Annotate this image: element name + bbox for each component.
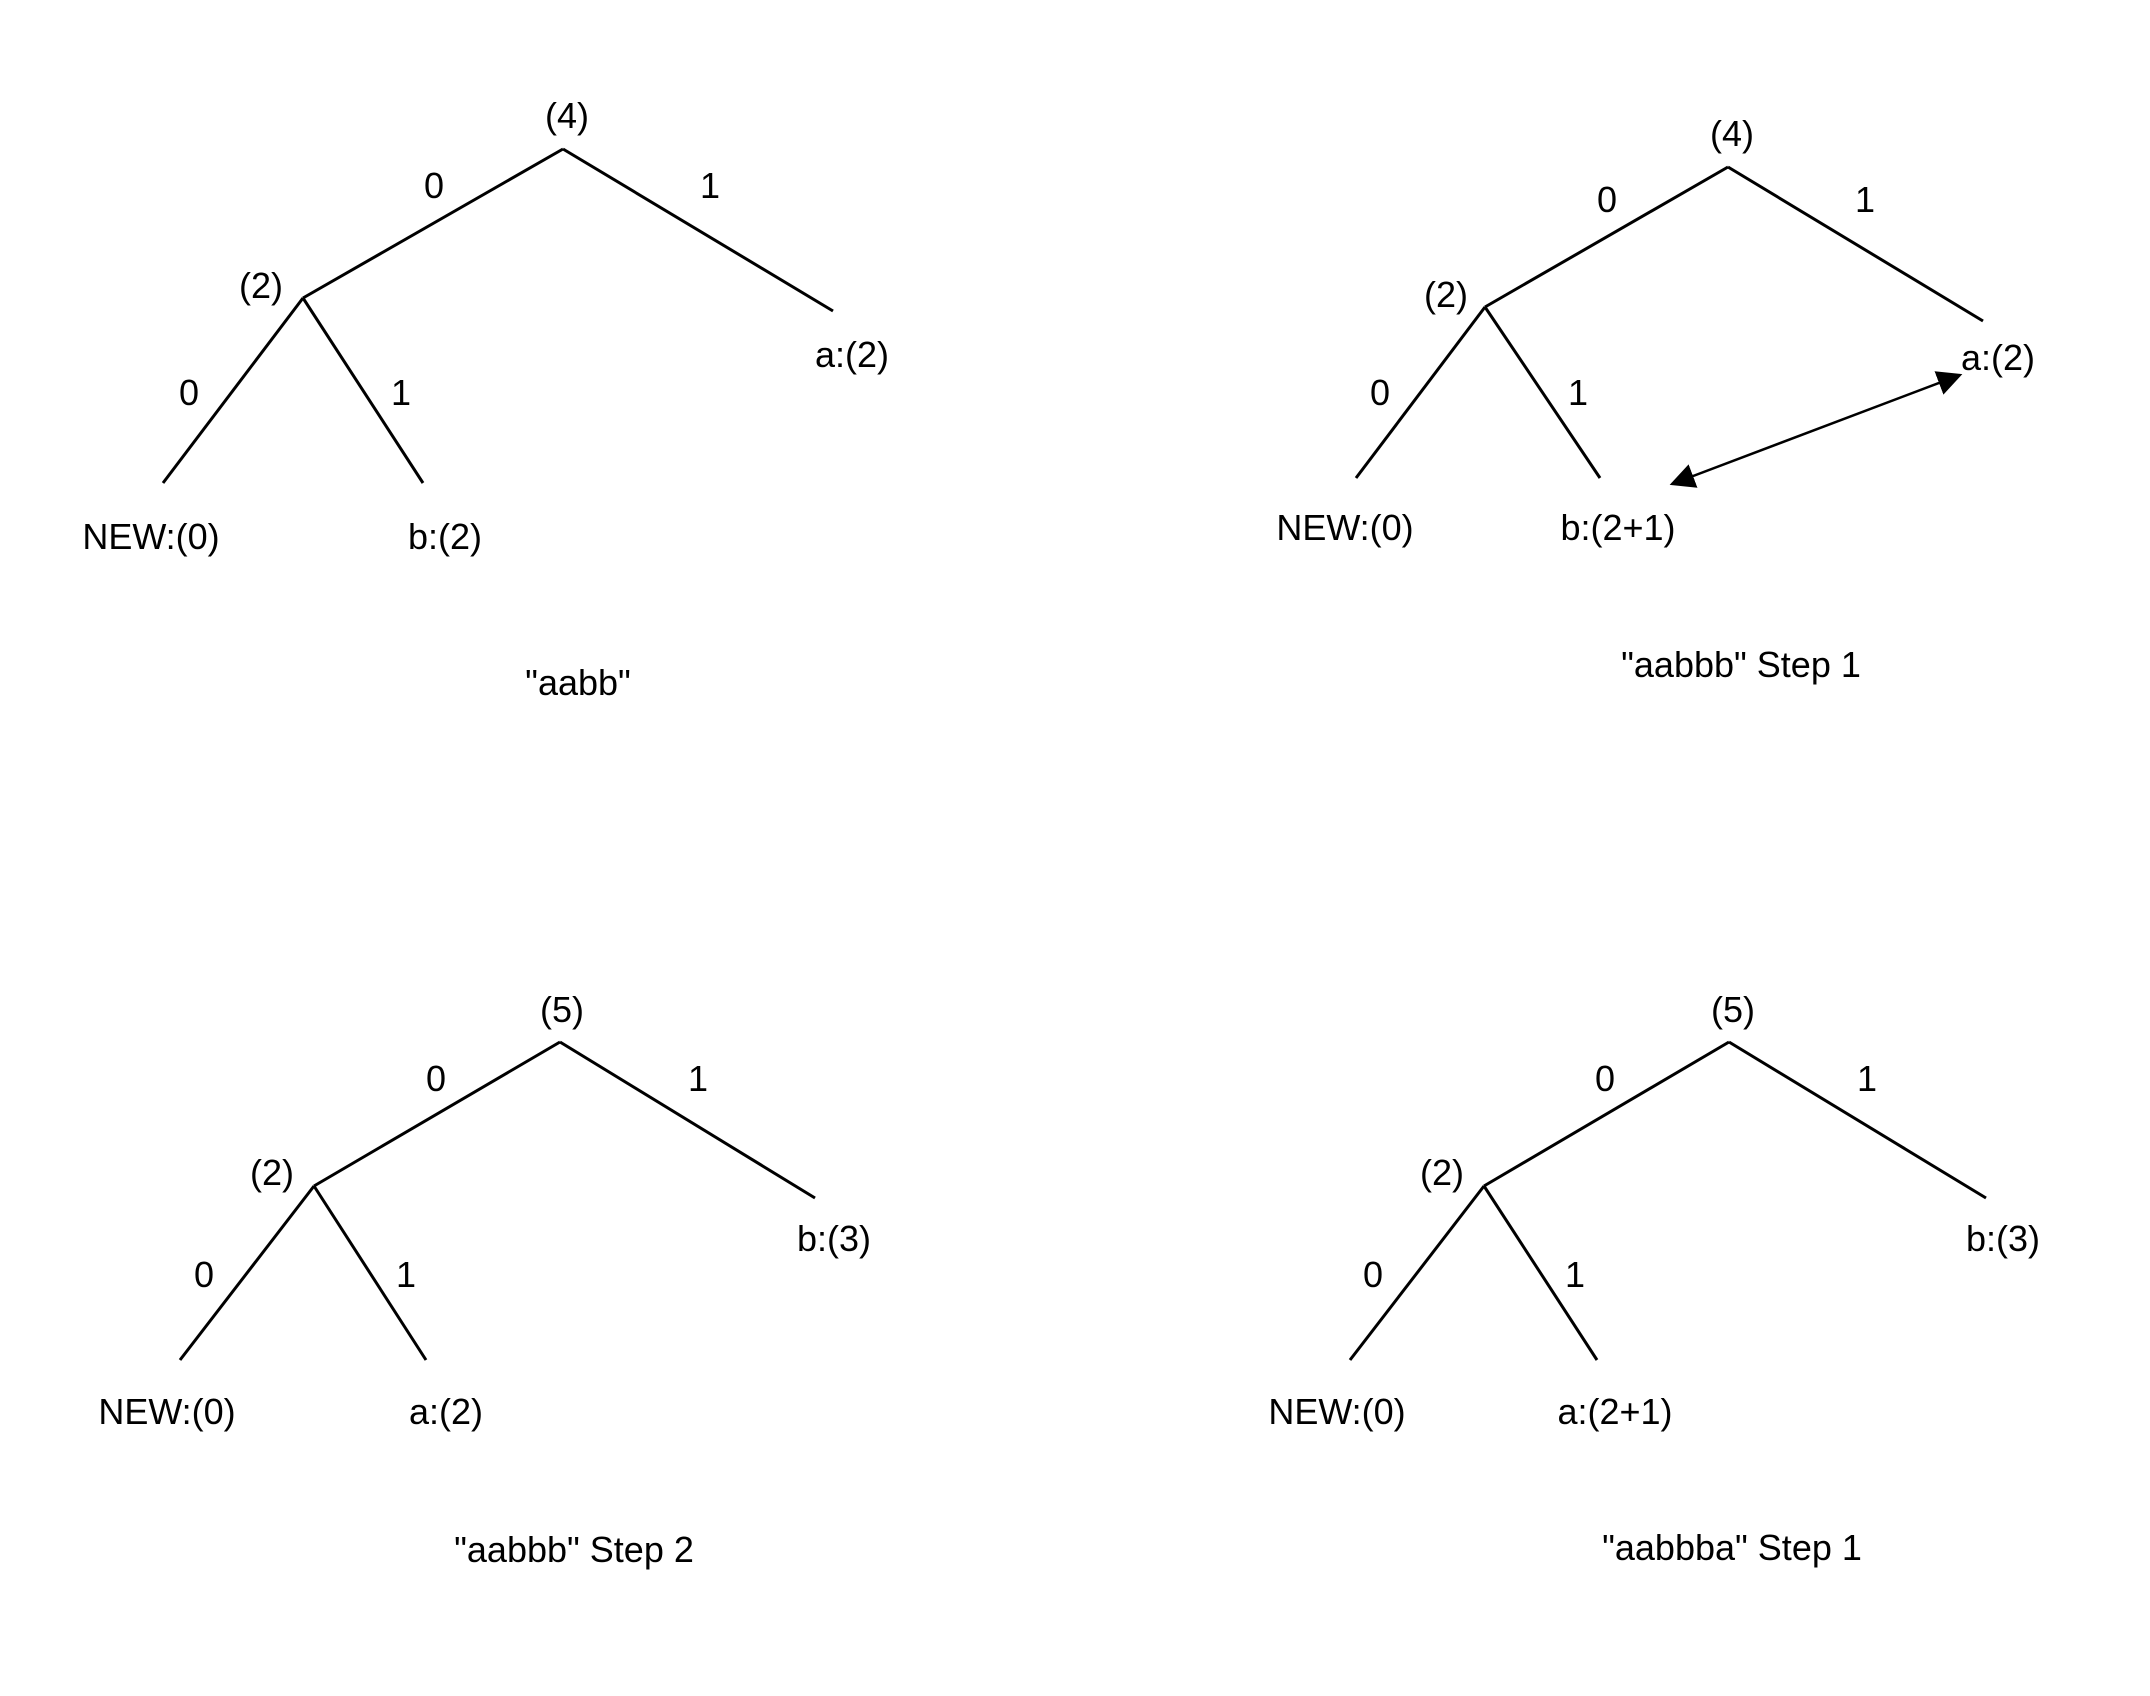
edge-internal-left [161, 297, 305, 484]
internal-edge-label-left: 0 [179, 372, 199, 413]
edge-root-left [1483, 1040, 1730, 1188]
internal-node-label: (2) [1424, 274, 1468, 315]
root-edge-label-left: 0 [424, 165, 444, 206]
edge-root-right [1727, 165, 1984, 323]
leaf-mid-label: a:(2) [409, 1391, 483, 1432]
tree-caption: "aabb" [525, 662, 631, 703]
leaf-left-label: NEW:(0) [82, 516, 219, 557]
edge-root-left [302, 147, 564, 300]
leaf-right-label: b:(3) [1966, 1218, 2040, 1259]
tree-panel-aabb: (4) 0 1 (2) 0 1 a:(2) NEW:(0) b:(2) "aab… [82, 95, 889, 703]
leaf-mid-label: a:(2+1) [1557, 1391, 1672, 1432]
edge-root-left [1484, 165, 1729, 309]
edge-internal-right [1482, 1185, 1599, 1361]
edge-internal-left [178, 1185, 316, 1361]
root-edge-label-left: 0 [1595, 1058, 1615, 1099]
edge-root-left [313, 1040, 561, 1188]
root-node-label: (5) [1711, 989, 1755, 1030]
edge-internal-right [301, 297, 425, 484]
leaf-right-label: a:(2) [815, 334, 889, 375]
internal-edge-label-left: 0 [1370, 372, 1390, 413]
root-edge-label-right: 1 [700, 165, 720, 206]
root-edge-label-right: 1 [1855, 179, 1875, 220]
edge-internal-left [1348, 1185, 1486, 1361]
edge-internal-right [1483, 306, 1602, 479]
internal-edge-label-left: 0 [1363, 1254, 1383, 1295]
root-edge-label-right: 1 [1857, 1058, 1877, 1099]
root-node-label: (4) [545, 95, 589, 136]
edge-root-right [1728, 1040, 1987, 1200]
edge-root-right [559, 1040, 816, 1200]
tree-panel-aabbb-step-2: (5) 0 1 (2) 0 1 b:(3) NEW:(0) a:(2) "aab… [98, 989, 871, 1570]
tree-caption: "aabbba" Step 1 [1602, 1527, 1862, 1568]
leaf-mid-label: b:(2) [408, 516, 482, 557]
leaf-mid-label: b:(2+1) [1560, 507, 1675, 548]
swap-arrow [1669, 371, 1963, 488]
tree-caption: "aabbb" Step 2 [454, 1529, 694, 1570]
leaf-left-label: NEW:(0) [1268, 1391, 1405, 1432]
internal-node-label: (2) [1420, 1152, 1464, 1193]
internal-edge-label-left: 0 [194, 1254, 214, 1295]
root-node-label: (4) [1710, 113, 1754, 154]
leaf-left-label: NEW:(0) [98, 1391, 235, 1432]
leaf-left-label: NEW:(0) [1276, 507, 1413, 548]
tree-caption: "aabbb" Step 1 [1621, 644, 1861, 685]
root-edge-label-right: 1 [688, 1058, 708, 1099]
internal-edge-label-right: 1 [391, 372, 411, 413]
internal-edge-label-right: 1 [1568, 372, 1588, 413]
internal-edge-label-right: 1 [396, 1254, 416, 1295]
root-edge-label-left: 0 [1597, 179, 1617, 220]
root-node-label: (5) [540, 989, 584, 1030]
internal-node-label: (2) [250, 1152, 294, 1193]
internal-edge-label-right: 1 [1565, 1254, 1585, 1295]
root-edge-label-left: 0 [426, 1058, 446, 1099]
internal-node-label: (2) [239, 265, 283, 306]
edge-root-right [562, 147, 834, 313]
leaf-right-label: a:(2) [1961, 337, 2035, 378]
edge-internal-left [1354, 306, 1487, 479]
leaf-right-label: b:(3) [797, 1218, 871, 1259]
tree-panel-aabbba-step-1: (5) 0 1 (2) 0 1 b:(3) NEW:(0) a:(2+1) "a… [1268, 989, 2040, 1568]
tree-panel-aabbb-step-1: (4) 0 1 (2) 0 1 a:(2) NEW:(0) b:(2+1) "a… [1276, 113, 2035, 685]
edge-internal-right [312, 1185, 428, 1361]
